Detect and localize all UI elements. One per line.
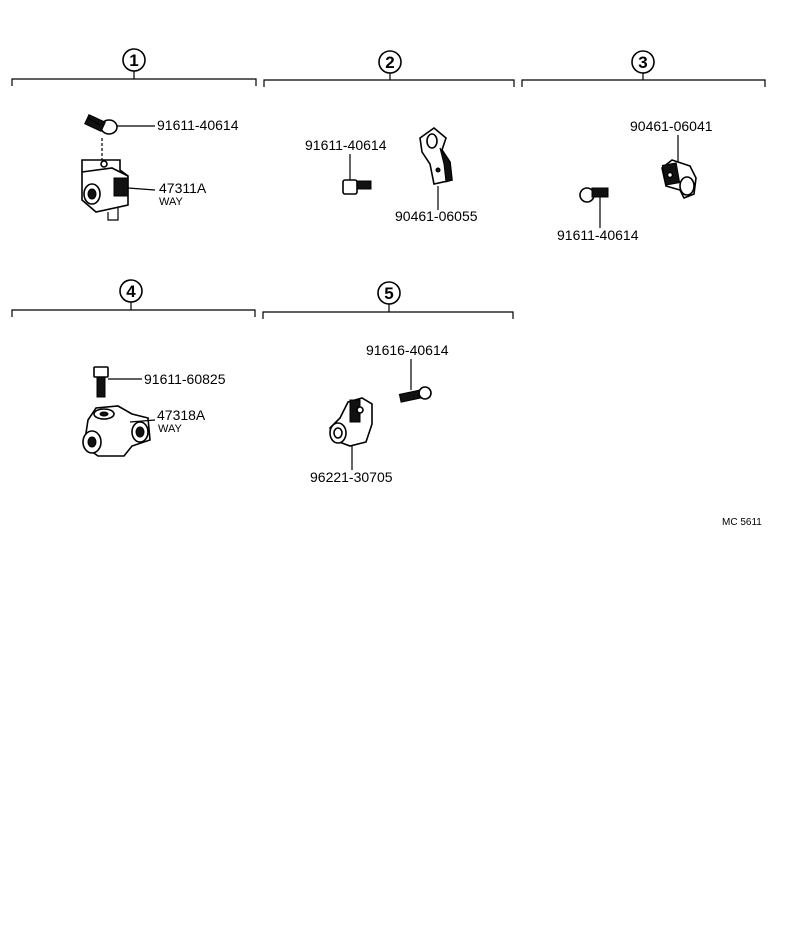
group-1-part-2-subtitle: WAY [159,196,183,208]
clamp-bracket-icon [419,126,453,185]
group-4-part-2-number: 47318A [157,407,206,423]
clamp-bracket-icon [661,159,697,200]
group-3-header: 3 [521,50,766,87]
group-4-part-1-number: 91611-60825 [144,371,226,387]
group-2-header: 2 [263,50,515,87]
group-4-part-2-subtitle: WAY [158,423,182,435]
group-1-header: 1 [11,48,257,86]
group-2-part-2-number: 90461-06055 [395,208,478,224]
group-2-number: 2 [385,53,394,72]
three-way-union-icon [82,405,151,457]
group-5-header: 5 [262,281,514,319]
group-3-part-1-number: 90461-06041 [630,118,713,134]
clamp-bracket-icon [329,397,373,447]
group-5-part-1-number: 91616-40614 [366,342,449,358]
group-1-number: 1 [129,51,138,70]
union-fitting-icon [81,159,129,221]
group-1-part-1-number: 91611-40614 [157,117,239,133]
group-3-number: 3 [638,53,647,72]
group-3-part-2-number: 91611-40614 [557,227,639,243]
group-1-part-2-number: 47311A [159,180,207,196]
bolt-icon [93,366,109,398]
bolt-icon [342,179,372,195]
group-5-number: 5 [384,284,393,303]
group-5-part-2-number: 96221-30705 [310,469,393,485]
group-2-part-1-number: 91611-40614 [305,137,387,153]
group-3-bracket [521,79,766,87]
bolt-icon [398,386,432,403]
group-5-bracket [262,311,514,319]
bolt-icon [579,187,609,203]
bolt-icon [84,114,118,135]
group-2-bracket [263,79,515,87]
group-4-bracket [11,309,256,317]
group-4-header: 4 [11,279,256,317]
figure-code: MC 5611 [722,517,762,528]
group-1-bracket [11,78,257,86]
group-4-number: 4 [126,282,136,301]
